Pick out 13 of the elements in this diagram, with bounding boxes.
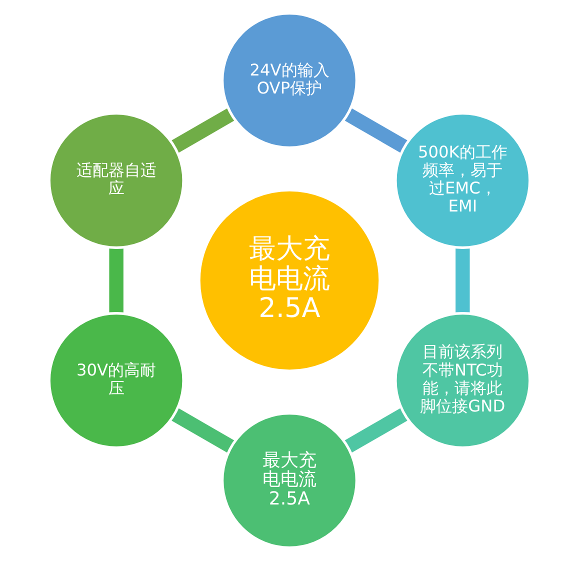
node-circle: 最大充电电流2.5A xyxy=(197,188,381,372)
connector xyxy=(455,248,470,314)
node-circle: 24V的输入OVP保护 xyxy=(220,12,358,149)
node-circle: 适配器自适应 xyxy=(47,112,184,249)
connector xyxy=(108,248,123,313)
node-circle: 30V的高耐压 xyxy=(47,312,184,449)
connector xyxy=(170,408,234,453)
node-circle: 目前该系列不带NTC功能，请将此脚位接GND xyxy=(394,312,531,449)
node-circle: 500K的工作频率，易于过EMC，EMI xyxy=(394,112,531,249)
connector xyxy=(344,408,408,453)
connector xyxy=(344,108,408,153)
connector xyxy=(170,108,234,153)
node-circle: 最大充电电流2.5A xyxy=(220,412,358,549)
